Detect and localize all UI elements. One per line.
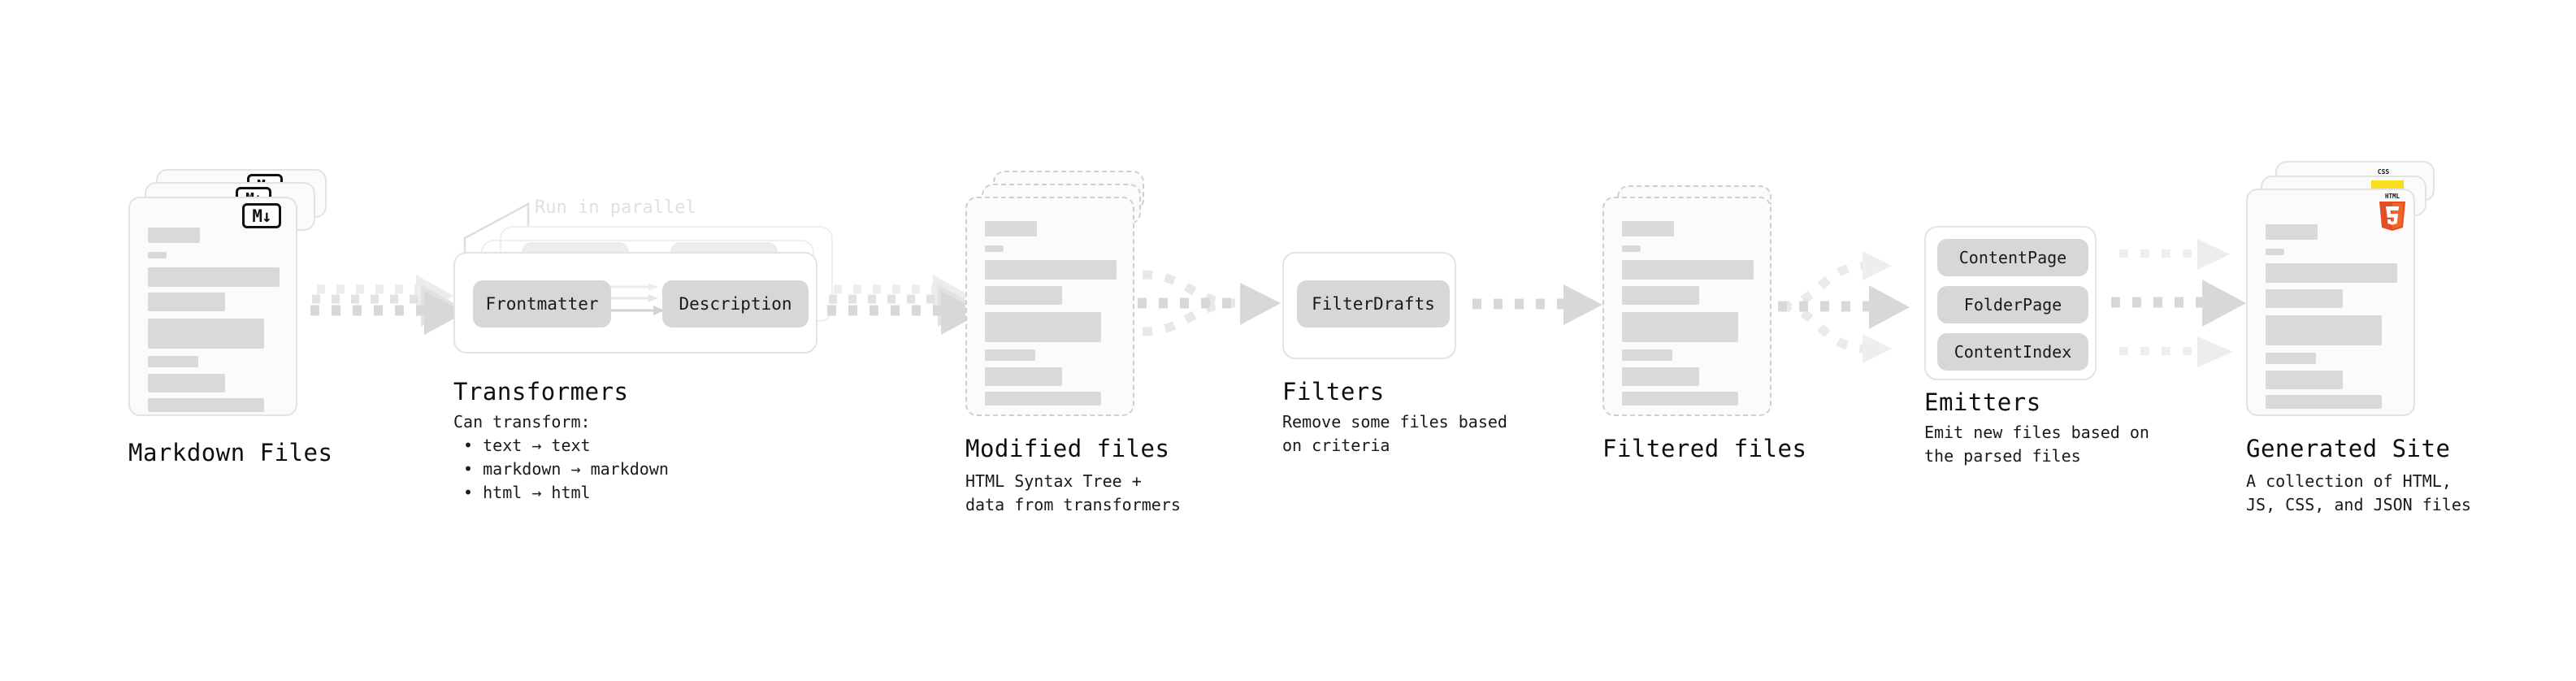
markdown-card-front (128, 197, 297, 416)
emitters-box: ContentPage FolderPage ContentIndex (1924, 226, 2097, 380)
html5-icon: HTML (2379, 193, 2405, 231)
filtered-card-front (1602, 197, 1772, 416)
run-in-parallel-leader (463, 202, 530, 258)
card-line (985, 349, 1035, 361)
card-line (1622, 349, 1672, 361)
chip-filterdrafts[interactable]: FilterDrafts (1297, 280, 1450, 327)
svg-text:CSS: CSS (2378, 168, 2390, 176)
card-line (148, 356, 198, 367)
card-line (2266, 315, 2382, 345)
card-line (148, 267, 280, 287)
card-line (1622, 260, 1754, 280)
card-line (2266, 371, 2343, 389)
svg-text:HTML: HTML (2385, 193, 2400, 200)
card-line (985, 286, 1062, 305)
card-line (148, 252, 167, 258)
chip-contentindex[interactable]: ContentIndex (1937, 333, 2088, 371)
chip-contentpage[interactable]: ContentPage (1937, 239, 2088, 276)
card-line (1622, 286, 1699, 305)
card-line (985, 221, 1037, 236)
filters-title: Filters (1282, 378, 1385, 406)
chip-description[interactable]: Description (662, 280, 809, 327)
card-line (2266, 249, 2284, 255)
transformer-box-front: Frontmatter Description (453, 252, 817, 354)
transformers-title: Transformers (453, 378, 629, 406)
card-line (2266, 224, 2318, 240)
connector-modified-to-filters (1138, 258, 1292, 364)
card-line (2266, 289, 2343, 308)
filters-box: FilterDrafts (1282, 252, 1456, 359)
markdown-title: Markdown Files (128, 439, 333, 466)
emitters-subtitle: Emit new files based on the parsed files (1924, 423, 2149, 466)
connector-filtered-to-emitters (1778, 240, 1924, 386)
card-line (148, 319, 264, 349)
generated-card-front (2246, 189, 2415, 416)
connector-transformers-to-modified (827, 268, 982, 358)
run-in-parallel-label: Run in parallel (535, 197, 696, 218)
connector-markdown-to-transformers (310, 268, 465, 358)
filtered-title: Filtered files (1602, 435, 1807, 462)
generated-subtitle: A collection of HTML, JS, CSS, and JSON … (2246, 471, 2471, 514)
modified-subtitle: HTML Syntax Tree + data from transformer… (965, 471, 1181, 514)
card-line (148, 228, 200, 243)
card-line (985, 260, 1117, 280)
modified-title: Modified files (965, 435, 1170, 462)
card-line (2266, 263, 2397, 283)
card-line (985, 312, 1101, 342)
chip-frontmatter[interactable]: Frontmatter (473, 280, 611, 327)
transform-flow-arrows (606, 283, 665, 315)
generated-title: Generated Site (2246, 435, 2451, 462)
card-line (148, 374, 225, 393)
card-line (985, 392, 1101, 406)
card-line (2266, 395, 2382, 409)
filters-subtitle: Remove some files based on criteria (1282, 412, 1507, 455)
chip-folderpage[interactable]: FolderPage (1937, 286, 2088, 323)
card-line (1622, 312, 1738, 342)
card-line (2266, 353, 2316, 364)
card-line (148, 293, 225, 311)
card-line (1622, 221, 1674, 236)
card-line (1622, 367, 1699, 386)
transformers-subtitle: Can transform: • text → text • markdown … (453, 412, 669, 502)
connector-emitters-to-generated (2111, 236, 2257, 382)
card-line (1622, 245, 1641, 252)
markdown-icon: M↓ (242, 203, 281, 228)
modified-card-front (965, 197, 1134, 416)
card-line (1622, 392, 1738, 406)
emitters-title: Emitters (1924, 388, 2041, 416)
card-line (985, 245, 1004, 252)
card-line (148, 398, 264, 412)
card-line (985, 367, 1062, 386)
connector-filters-to-filtered (1472, 283, 1611, 332)
